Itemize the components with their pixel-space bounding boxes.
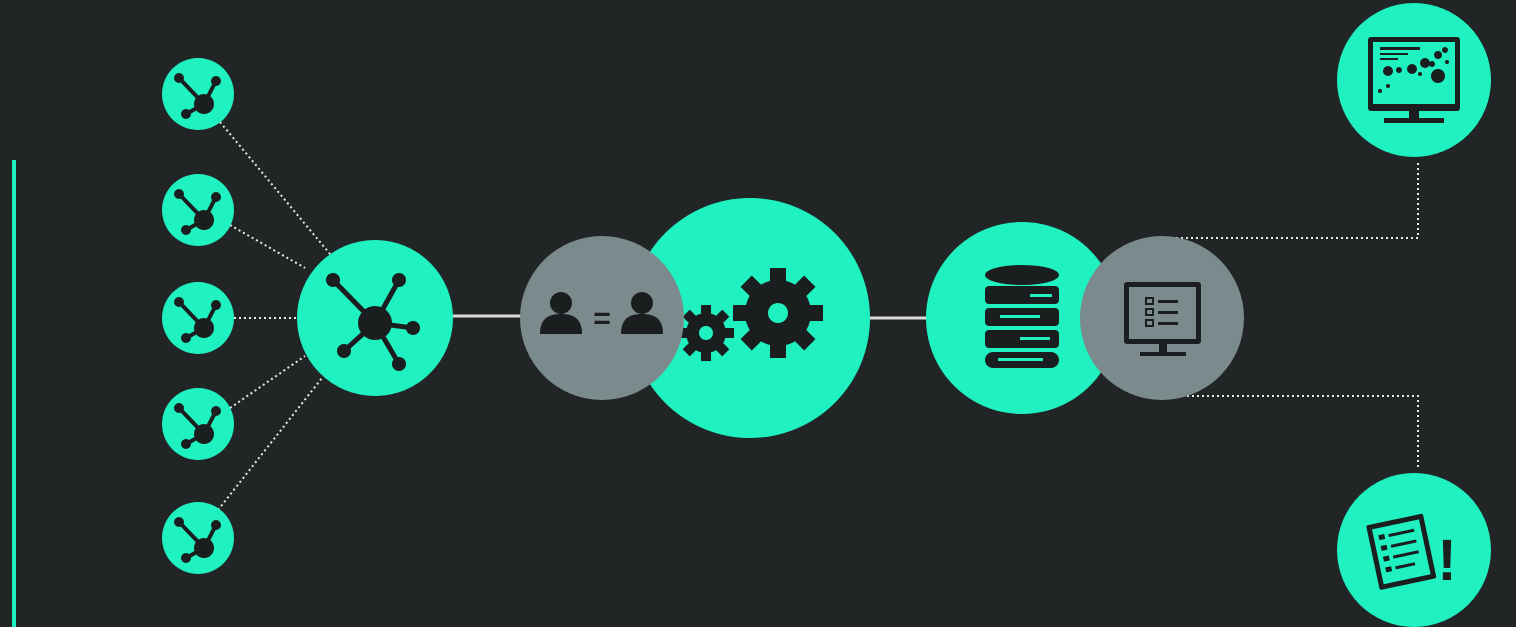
pipeline-connectors bbox=[452, 314, 928, 320]
dashboard-node bbox=[1337, 3, 1491, 157]
exclamation-mark: ! bbox=[1437, 528, 1456, 593]
network-hub-icon bbox=[326, 273, 420, 371]
database-icon bbox=[985, 265, 1059, 368]
source-node bbox=[162, 174, 234, 246]
monitor-node bbox=[1080, 236, 1244, 400]
processing-node bbox=[630, 198, 870, 438]
storage-node bbox=[926, 222, 1118, 414]
left-accent-bar bbox=[12, 160, 16, 627]
aggregator-node bbox=[297, 240, 453, 396]
equals-sign: = bbox=[593, 302, 611, 335]
output-connectors bbox=[1156, 160, 1419, 470]
document-alert-icon: ! bbox=[1366, 513, 1457, 593]
source-node bbox=[162, 502, 234, 574]
gears-icon bbox=[678, 268, 823, 361]
source-node bbox=[162, 58, 234, 130]
identity-matching-node: = bbox=[520, 236, 684, 400]
alerts-node: ! bbox=[1337, 473, 1491, 627]
monitor-scatter-chart-icon bbox=[1368, 37, 1460, 123]
source-node bbox=[162, 388, 234, 460]
source-node bbox=[162, 282, 234, 354]
person-equals-person-icon: = bbox=[540, 292, 663, 335]
source-connectors bbox=[217, 121, 331, 511]
monitor-list-icon bbox=[1124, 282, 1201, 356]
